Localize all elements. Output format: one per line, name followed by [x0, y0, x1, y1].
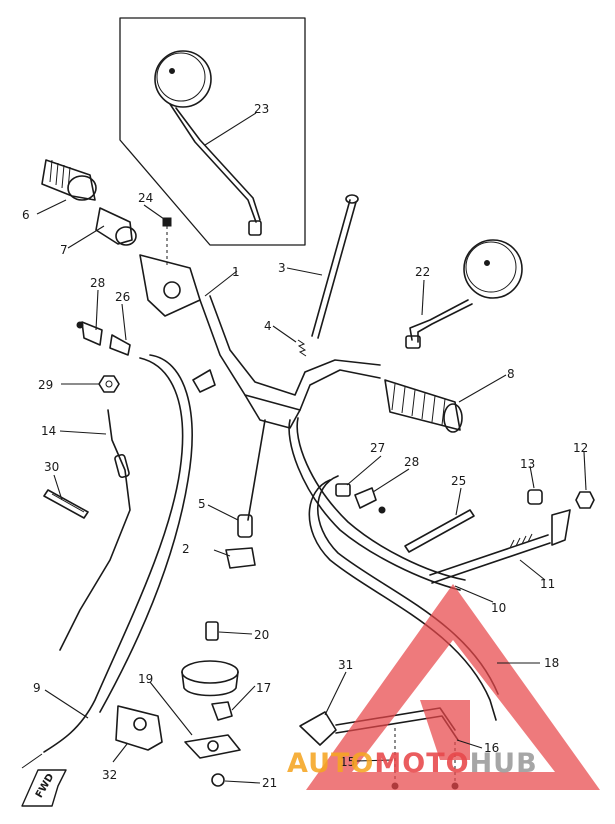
- bracket-5: [237, 419, 266, 538]
- part-label-28-left: 28: [90, 276, 105, 290]
- watermark-auto: AUTO: [287, 748, 374, 779]
- part-label-23: 23: [254, 102, 269, 116]
- clip-12b: [551, 509, 571, 546]
- cover-19: [181, 660, 239, 697]
- part-label-18: 18: [544, 656, 559, 670]
- left-grip-6: [41, 159, 97, 201]
- part-label-7: 7: [60, 243, 68, 257]
- part-label-30: 30: [44, 460, 59, 474]
- lever-bracket-28-left: [76, 321, 103, 346]
- cable-18: [308, 479, 497, 721]
- screw-21: [211, 773, 225, 787]
- screw-24: [162, 217, 172, 268]
- screw-20: [205, 621, 219, 641]
- part-label-31: 31: [338, 658, 353, 672]
- adjuster-26: [109, 334, 131, 356]
- screw-17: [211, 701, 233, 721]
- watermark-text: AUTOMOTOHUB: [287, 748, 538, 779]
- switch-32: [115, 705, 163, 751]
- right-grip-8: [384, 379, 463, 433]
- part-label-21: 21: [262, 776, 277, 790]
- watermark-moto: MOTO: [374, 748, 469, 779]
- fwd-label: FWD: [34, 772, 57, 800]
- part-label-22: 22: [415, 265, 430, 279]
- part-label-17: 17: [256, 681, 271, 695]
- mirror-left-23: [154, 50, 262, 236]
- part-label-26: 26: [115, 290, 130, 304]
- part-label-5: 5: [198, 497, 206, 511]
- part-label-25: 25: [451, 474, 466, 488]
- part-label-2: 2: [182, 542, 190, 556]
- watermark-hub: HUB: [470, 748, 538, 779]
- part-label-29: 29: [38, 378, 53, 392]
- part-label-9: 9: [33, 681, 41, 695]
- part-label-15: 15: [340, 755, 355, 769]
- cable-14: [59, 409, 131, 651]
- part-label-3: 3: [278, 261, 286, 275]
- mirror-inset-frame: [119, 17, 306, 246]
- rod-3: [311, 194, 359, 339]
- fwd-indicator: FWD: [21, 769, 67, 807]
- adjuster-13: [527, 489, 543, 505]
- watermark-logo: [306, 584, 600, 790]
- part-label-10: 10: [491, 601, 506, 615]
- watermark-triangle-icon: [306, 584, 600, 790]
- mirror-right-22: [405, 239, 523, 349]
- spring-4: [297, 339, 307, 357]
- bracket-28-right: [354, 487, 386, 514]
- part-label-14: 14: [41, 424, 56, 438]
- part-label-28-right: 28: [404, 455, 419, 469]
- part-label-6: 6: [22, 208, 30, 222]
- svg-text:AUTOMOTOHUB: AUTOMOTOHUB: [287, 748, 538, 779]
- part-label-11: 11: [540, 577, 555, 591]
- part-label-16: 16: [484, 741, 499, 755]
- leader-lines: [36, 112, 587, 784]
- cable-9: [43, 357, 184, 753]
- cable-11: [429, 533, 551, 584]
- part-labels: 1 2 3 4 5 6 7 8 9 10 11 12 13 14 15 16 1…: [22, 102, 588, 790]
- nut-29: [98, 375, 120, 393]
- holder-2: [225, 547, 256, 569]
- part-label-4: 4: [264, 319, 272, 333]
- adjuster-27: [335, 483, 351, 497]
- tie-strap-30: [43, 489, 89, 519]
- part-label-20: 20: [254, 628, 269, 642]
- part-label-32: 32: [102, 768, 117, 782]
- nut-12: [575, 491, 595, 509]
- switch-housing-lower: [184, 734, 241, 759]
- part-label-13: 13: [520, 457, 535, 471]
- part-label-1: 1: [232, 265, 240, 279]
- part-label-8: 8: [507, 367, 515, 381]
- part-label-24: 24: [138, 191, 153, 205]
- part-label-27: 27: [370, 441, 385, 455]
- part-label-12: 12: [573, 441, 588, 455]
- part-label-19: 19: [138, 672, 153, 686]
- throttle-grip-7: [95, 207, 137, 246]
- tie-strap-25: [404, 509, 475, 553]
- cable-10: [288, 419, 461, 591]
- handlebar-1: [139, 254, 381, 429]
